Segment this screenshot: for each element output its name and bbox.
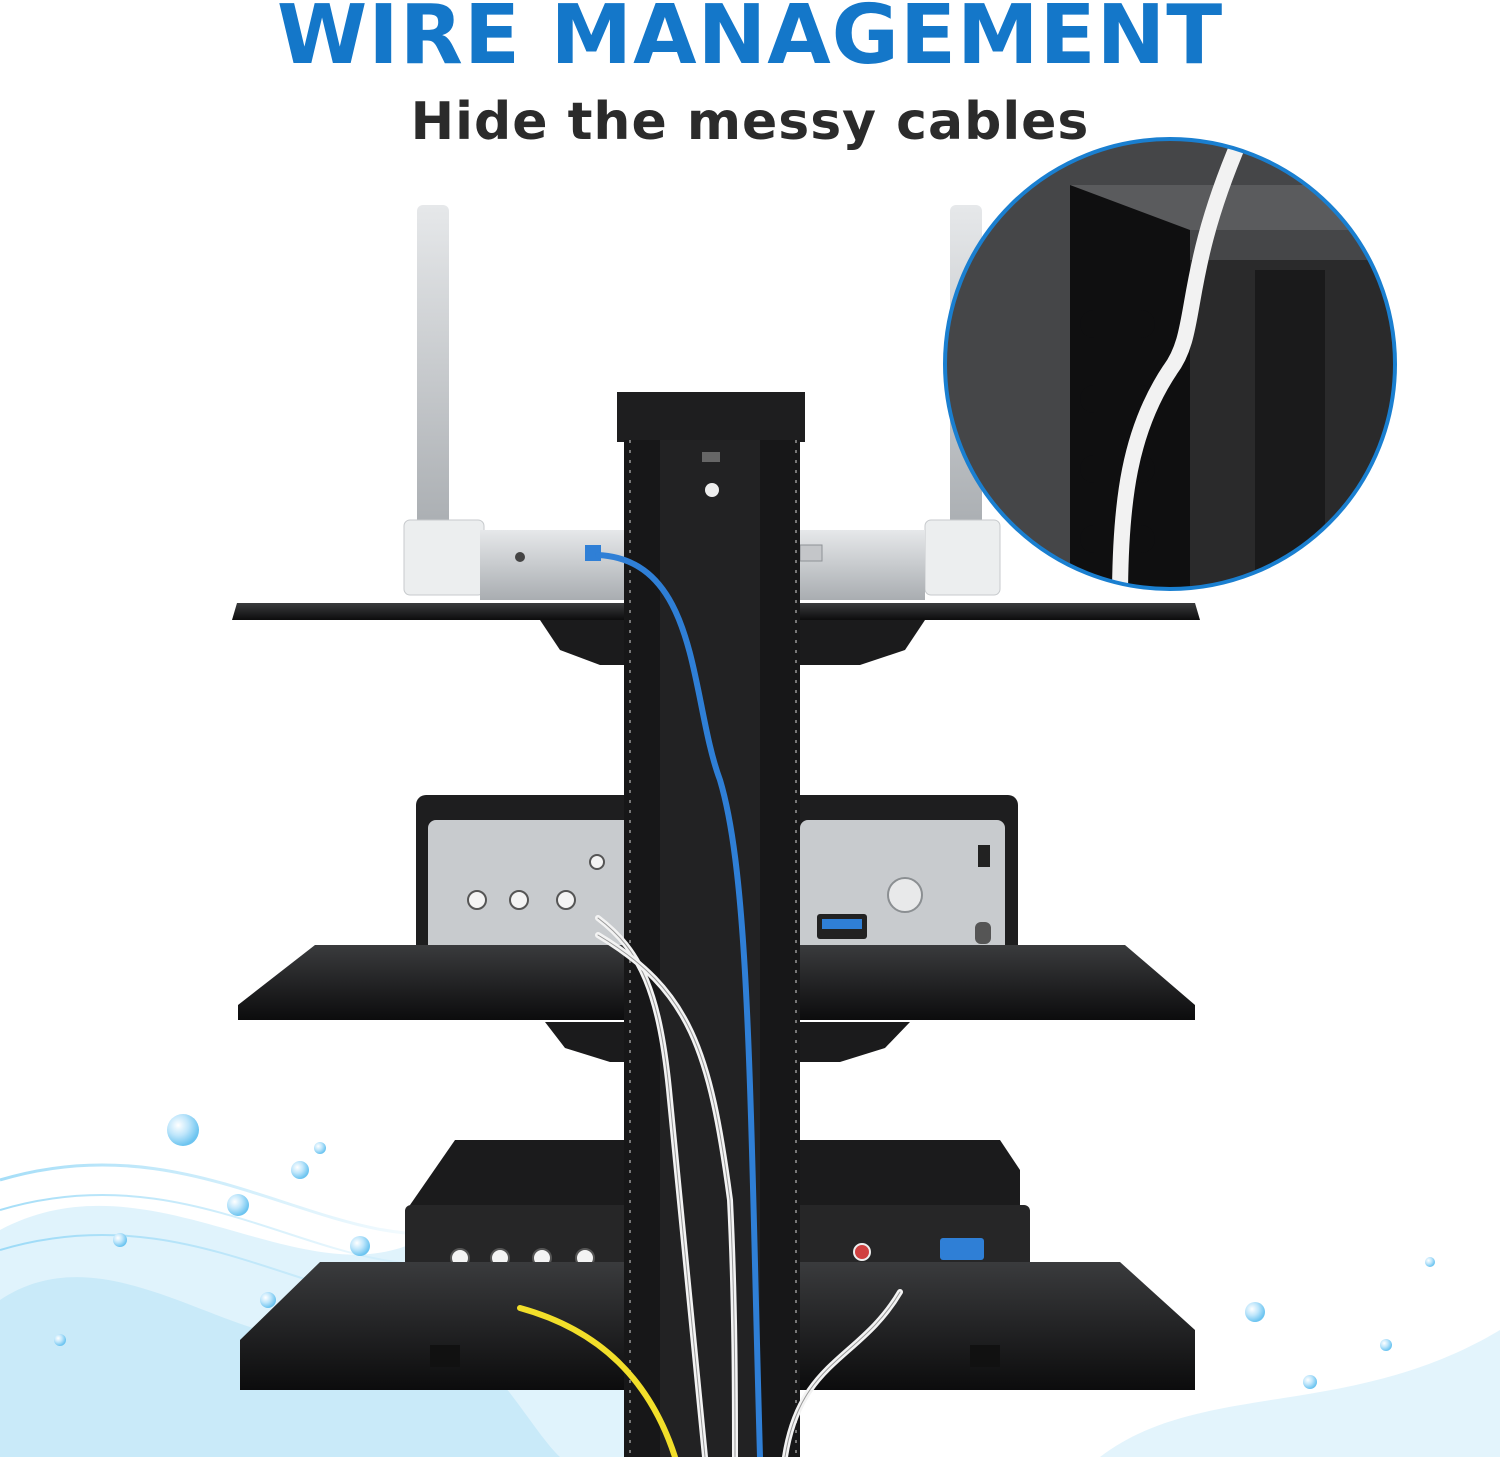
center-column	[617, 392, 805, 1457]
cable-clip-closeup	[943, 137, 1397, 591]
headline-title: WIRE MANAGEMENT	[276, 0, 1224, 83]
headline-subtitle: Hide the messy cables	[410, 92, 1090, 152]
cables	[517, 552, 903, 1457]
water-bubbles	[54, 1114, 1435, 1389]
dvd-player	[416, 795, 1018, 975]
